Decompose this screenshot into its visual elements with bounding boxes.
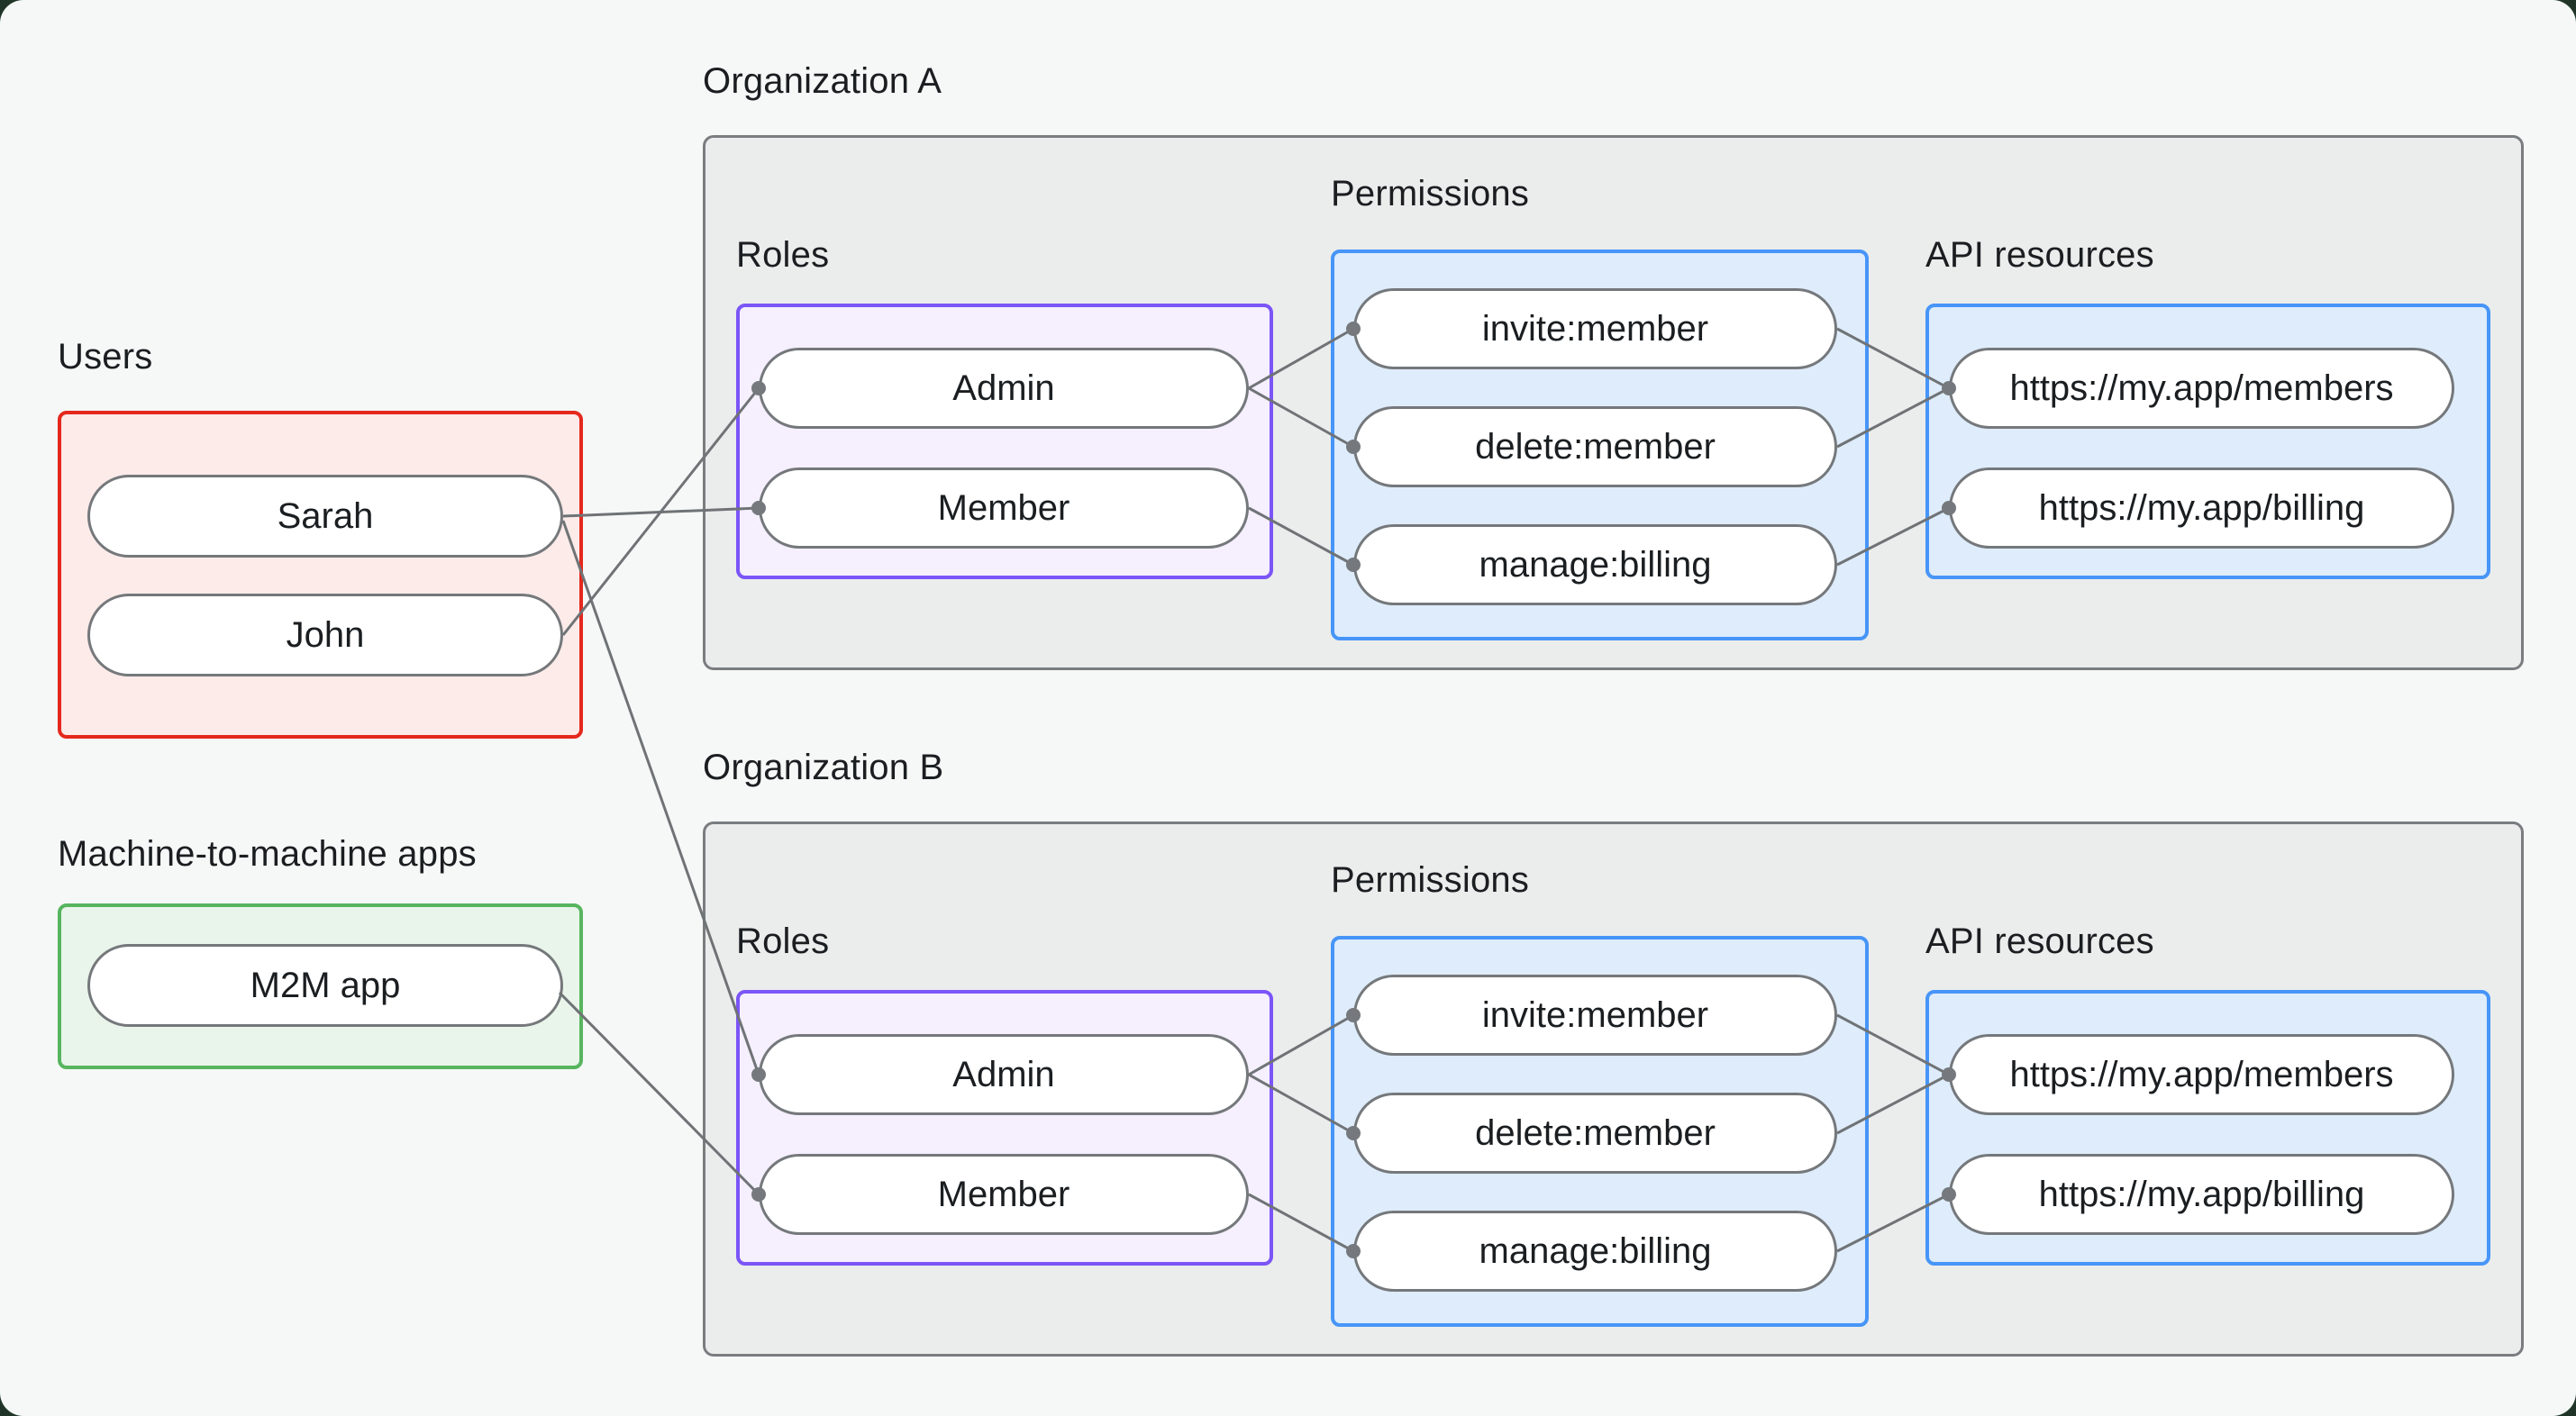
node-org-a-admin: Admin [759, 348, 1249, 429]
node-org-b-member: Member [759, 1154, 1249, 1235]
node-org-a-api-members: https://my.app/members [1949, 348, 2454, 429]
node-org-b-perm-delete: delete:member [1353, 1093, 1837, 1174]
node-org-b-admin: Admin [759, 1034, 1249, 1115]
org-b-permissions-label: Permissions [1331, 860, 1530, 900]
org-b-label: Organization B [703, 748, 944, 787]
m2m-group-label: Machine-to-machine apps [58, 834, 477, 874]
node-org-a-perm-manage: manage:billing [1353, 524, 1837, 605]
org-a-permissions-label: Permissions [1331, 174, 1530, 213]
users-group-box [58, 411, 583, 739]
users-group-label: Users [58, 337, 153, 377]
node-org-a-member: Member [759, 467, 1249, 549]
node-org-b-api-billing: https://my.app/billing [1949, 1154, 2454, 1235]
node-org-a-perm-invite: invite:member [1353, 288, 1837, 369]
node-org-a-perm-delete: delete:member [1353, 406, 1837, 487]
org-b-api-label: API resources [1925, 921, 2154, 961]
org-a-label: Organization A [703, 61, 942, 101]
node-user-sarah: Sarah [87, 475, 563, 558]
node-org-b-perm-invite: invite:member [1353, 975, 1837, 1056]
node-org-a-api-billing: https://my.app/billing [1949, 467, 2454, 549]
org-a-roles-label: Roles [736, 235, 830, 275]
org-b-roles-label: Roles [736, 921, 830, 961]
node-org-b-api-members: https://my.app/members [1949, 1034, 2454, 1115]
node-m2m-app: M2M app [87, 944, 563, 1027]
node-org-b-perm-manage: manage:billing [1353, 1211, 1837, 1292]
node-user-john: John [87, 594, 563, 676]
org-a-api-label: API resources [1925, 235, 2154, 275]
